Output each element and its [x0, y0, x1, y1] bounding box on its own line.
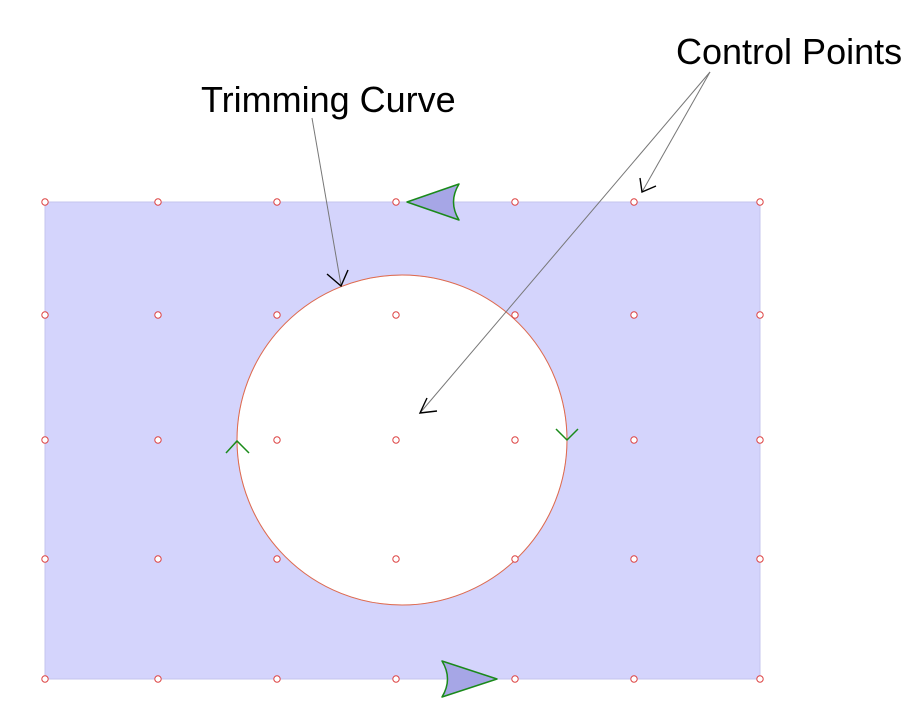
control-point	[154, 555, 162, 563]
control-point	[756, 198, 764, 206]
trimming-curve-leader-arrowhead	[326, 269, 349, 288]
control-point	[273, 311, 281, 319]
control-point	[630, 555, 638, 563]
control-point	[154, 198, 162, 206]
control-point	[392, 198, 400, 206]
control-points-leader-line-center	[419, 71, 711, 414]
trimming-curve-direction-chevron-right	[555, 428, 579, 442]
control-point	[630, 675, 638, 683]
control-point	[41, 555, 49, 563]
control-point	[41, 198, 49, 206]
control-point	[630, 311, 638, 319]
control-point	[511, 555, 519, 563]
trimmed-surface	[44, 201, 761, 680]
control-points-label: Control Points	[676, 31, 902, 72]
control-point	[756, 311, 764, 319]
trimming-curve-leader-line	[311, 117, 342, 286]
control-point	[756, 675, 764, 683]
control-point	[630, 436, 638, 444]
control-point	[154, 311, 162, 319]
control-point	[630, 198, 638, 206]
boundary-direction-arrow-top	[406, 183, 460, 221]
control-point	[41, 436, 49, 444]
control-point	[392, 555, 400, 563]
control-point	[511, 311, 519, 319]
trimming-curve-label: Trimming Curve	[201, 79, 456, 120]
control-points-leader-arrowhead-corner	[639, 177, 657, 194]
control-point	[273, 198, 281, 206]
boundary-direction-arrow-bottom	[441, 660, 498, 698]
control-point	[511, 436, 519, 444]
control-point	[392, 311, 400, 319]
control-point	[154, 675, 162, 683]
control-points-group	[41, 198, 764, 683]
control-point	[392, 436, 400, 444]
control-point	[511, 198, 519, 206]
control-point	[273, 436, 281, 444]
control-point	[756, 436, 764, 444]
control-point	[756, 555, 764, 563]
control-point	[41, 675, 49, 683]
control-point	[511, 675, 519, 683]
control-point	[273, 675, 281, 683]
control-point	[273, 555, 281, 563]
trimming-curve-direction-chevron-left	[225, 439, 250, 454]
control-point	[154, 436, 162, 444]
control-points-leader-arrowhead-center	[418, 397, 438, 414]
control-point	[392, 675, 400, 683]
control-points-leader-line-corner	[641, 71, 711, 193]
control-point	[41, 311, 49, 319]
